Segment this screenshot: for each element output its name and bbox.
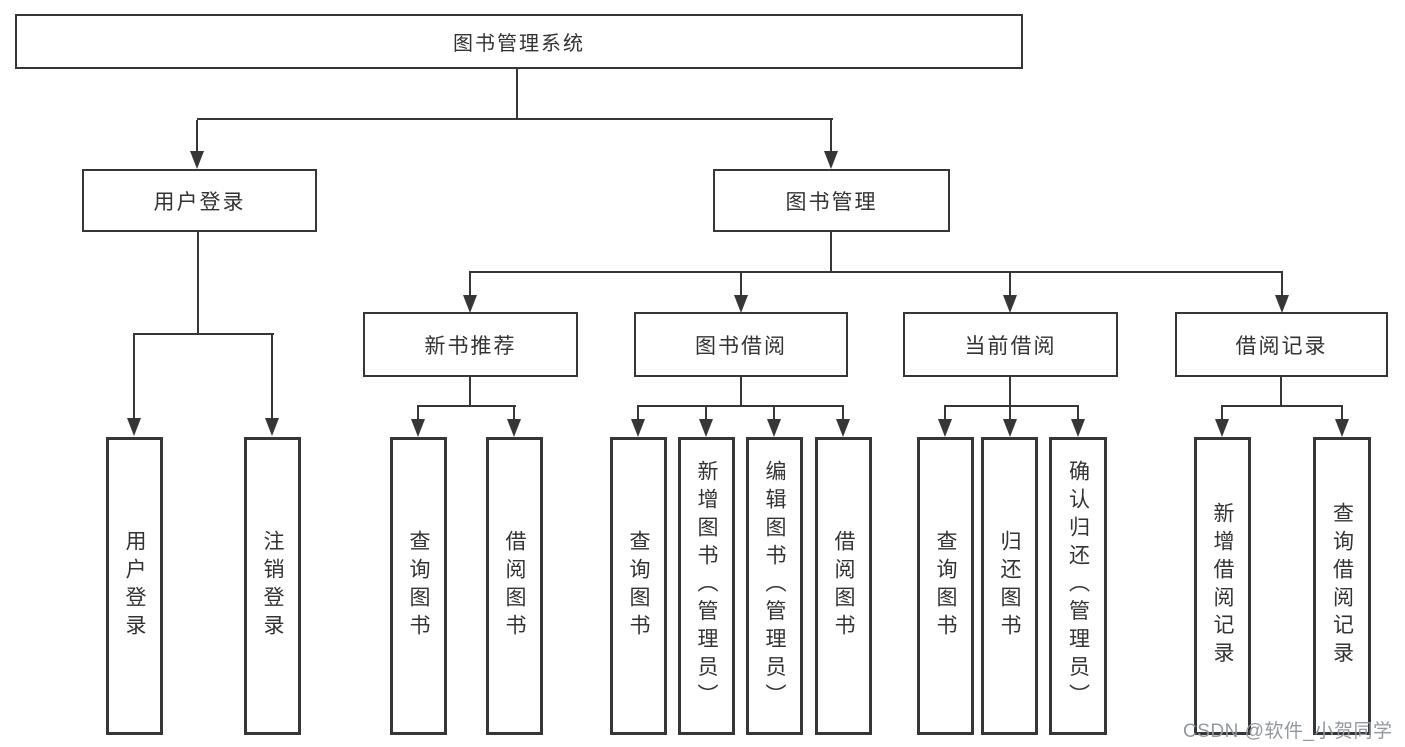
connector-borrow-trunk bbox=[740, 377, 742, 407]
arrow-down-icon bbox=[1275, 295, 1289, 313]
node-new-book-recommend-label: 新书推荐 bbox=[424, 334, 517, 358]
connector-current-trunk bbox=[1009, 377, 1011, 407]
leaf-query-books-borrow: 查询图书 bbox=[610, 437, 667, 735]
node-current-borrow-label: 当前借阅 bbox=[964, 334, 1057, 358]
node-borrow-records: 借阅记录 bbox=[1175, 312, 1388, 377]
node-root-system: 图书管理系统 bbox=[15, 14, 1023, 69]
connector-login-stub-2 bbox=[271, 335, 273, 419]
connector-mgmt-stub-4 bbox=[1281, 273, 1283, 297]
arrow-down-icon bbox=[699, 419, 713, 437]
node-root-label: 图书管理系统 bbox=[453, 33, 585, 55]
leaf-return-book: 归还图书 bbox=[981, 437, 1038, 735]
arrow-down-icon bbox=[734, 295, 748, 313]
leaf-edit-book-admin: 编辑图书（管理员） bbox=[746, 437, 803, 735]
arrow-down-icon bbox=[631, 419, 645, 437]
arrow-down-icon bbox=[190, 151, 204, 169]
arrow-down-icon bbox=[824, 151, 838, 169]
arrow-down-icon bbox=[127, 418, 141, 436]
connector-mgmt-bar bbox=[469, 271, 1283, 273]
node-new-book-recommend: 新书推荐 bbox=[363, 312, 578, 377]
connector-records-stub-1 bbox=[1221, 407, 1223, 420]
node-book-borrow-label: 图书借阅 bbox=[695, 334, 787, 358]
arrow-down-icon bbox=[938, 419, 952, 437]
arrow-down-icon bbox=[1003, 419, 1017, 437]
connector-current-bar bbox=[944, 405, 1079, 407]
arrow-down-icon bbox=[507, 419, 521, 437]
connector-recommend-stub-1 bbox=[417, 407, 419, 420]
arrow-down-icon bbox=[265, 418, 279, 436]
csdn-watermark: CSDN @软件_小贺同学 bbox=[1183, 721, 1393, 742]
node-borrow-records-label: 借阅记录 bbox=[1235, 334, 1328, 358]
connector-recommend-bar bbox=[417, 405, 516, 407]
connector-mgmt-stub-3 bbox=[1009, 273, 1011, 297]
connector-borrow-stub-4 bbox=[842, 407, 844, 420]
leaf-user-login: 用户登录 bbox=[106, 437, 163, 735]
connector-current-stub-1 bbox=[944, 407, 946, 420]
node-book-management: 图书管理 bbox=[713, 169, 950, 232]
connector-root-trunk bbox=[516, 69, 518, 120]
leaf-confirm-return-admin: 确认归还（管理员） bbox=[1049, 437, 1107, 735]
arrow-down-icon bbox=[411, 419, 425, 437]
leaf-logout: 注销登录 bbox=[244, 437, 301, 735]
connector-records-bar bbox=[1221, 405, 1343, 407]
connector-borrow-stub-3 bbox=[773, 407, 775, 420]
connector-root-stub-right bbox=[830, 120, 832, 154]
connector-current-stub-2 bbox=[1009, 407, 1011, 420]
arrow-down-icon bbox=[1003, 295, 1017, 313]
arrow-down-icon bbox=[1071, 419, 1085, 437]
connector-records-trunk bbox=[1280, 377, 1282, 407]
leaf-query-borrow-record: 查询借阅记录 bbox=[1313, 437, 1371, 735]
arrow-down-icon bbox=[767, 419, 781, 437]
connector-borrow-stub-2 bbox=[705, 407, 707, 420]
node-user-login-label: 用户登录 bbox=[153, 190, 246, 214]
connector-mgmt-stub-2 bbox=[740, 273, 742, 297]
leaf-query-books-current: 查询图书 bbox=[917, 437, 974, 735]
connector-recommend-stub-2 bbox=[513, 407, 515, 420]
connector-borrow-stub-1 bbox=[637, 407, 639, 420]
leaf-borrow-books: 借阅图书 bbox=[815, 437, 872, 735]
connector-mgmt-stub-1 bbox=[469, 273, 471, 297]
connector-records-stub-2 bbox=[1341, 407, 1343, 420]
arrow-down-icon bbox=[836, 419, 850, 437]
connector-login-trunk bbox=[197, 231, 199, 334]
leaf-borrow-books-recommend: 借阅图书 bbox=[486, 437, 543, 735]
arrow-down-icon bbox=[1335, 419, 1349, 437]
connector-login-bar bbox=[133, 333, 274, 335]
leaf-query-books-recommend: 查询图书 bbox=[390, 437, 447, 735]
node-current-borrow: 当前借阅 bbox=[903, 312, 1118, 377]
arrow-down-icon bbox=[1215, 419, 1229, 437]
arrow-down-icon bbox=[463, 295, 477, 313]
connector-borrow-bar bbox=[637, 405, 844, 407]
connector-root-stub-left bbox=[196, 120, 198, 154]
connector-login-stub-1 bbox=[133, 335, 135, 419]
leaf-add-book-admin: 新增图书（管理员） bbox=[678, 437, 735, 735]
connector-current-stub-3 bbox=[1077, 407, 1079, 420]
node-book-borrow: 图书借阅 bbox=[634, 312, 848, 377]
connector-mgmt-trunk bbox=[830, 231, 832, 273]
node-user-login: 用户登录 bbox=[82, 169, 317, 232]
connector-root-bar bbox=[197, 118, 833, 120]
connector-recommend-trunk bbox=[469, 377, 471, 407]
node-book-management-label: 图书管理 bbox=[785, 190, 878, 214]
leaf-add-borrow-record: 新增借阅记录 bbox=[1194, 437, 1251, 735]
